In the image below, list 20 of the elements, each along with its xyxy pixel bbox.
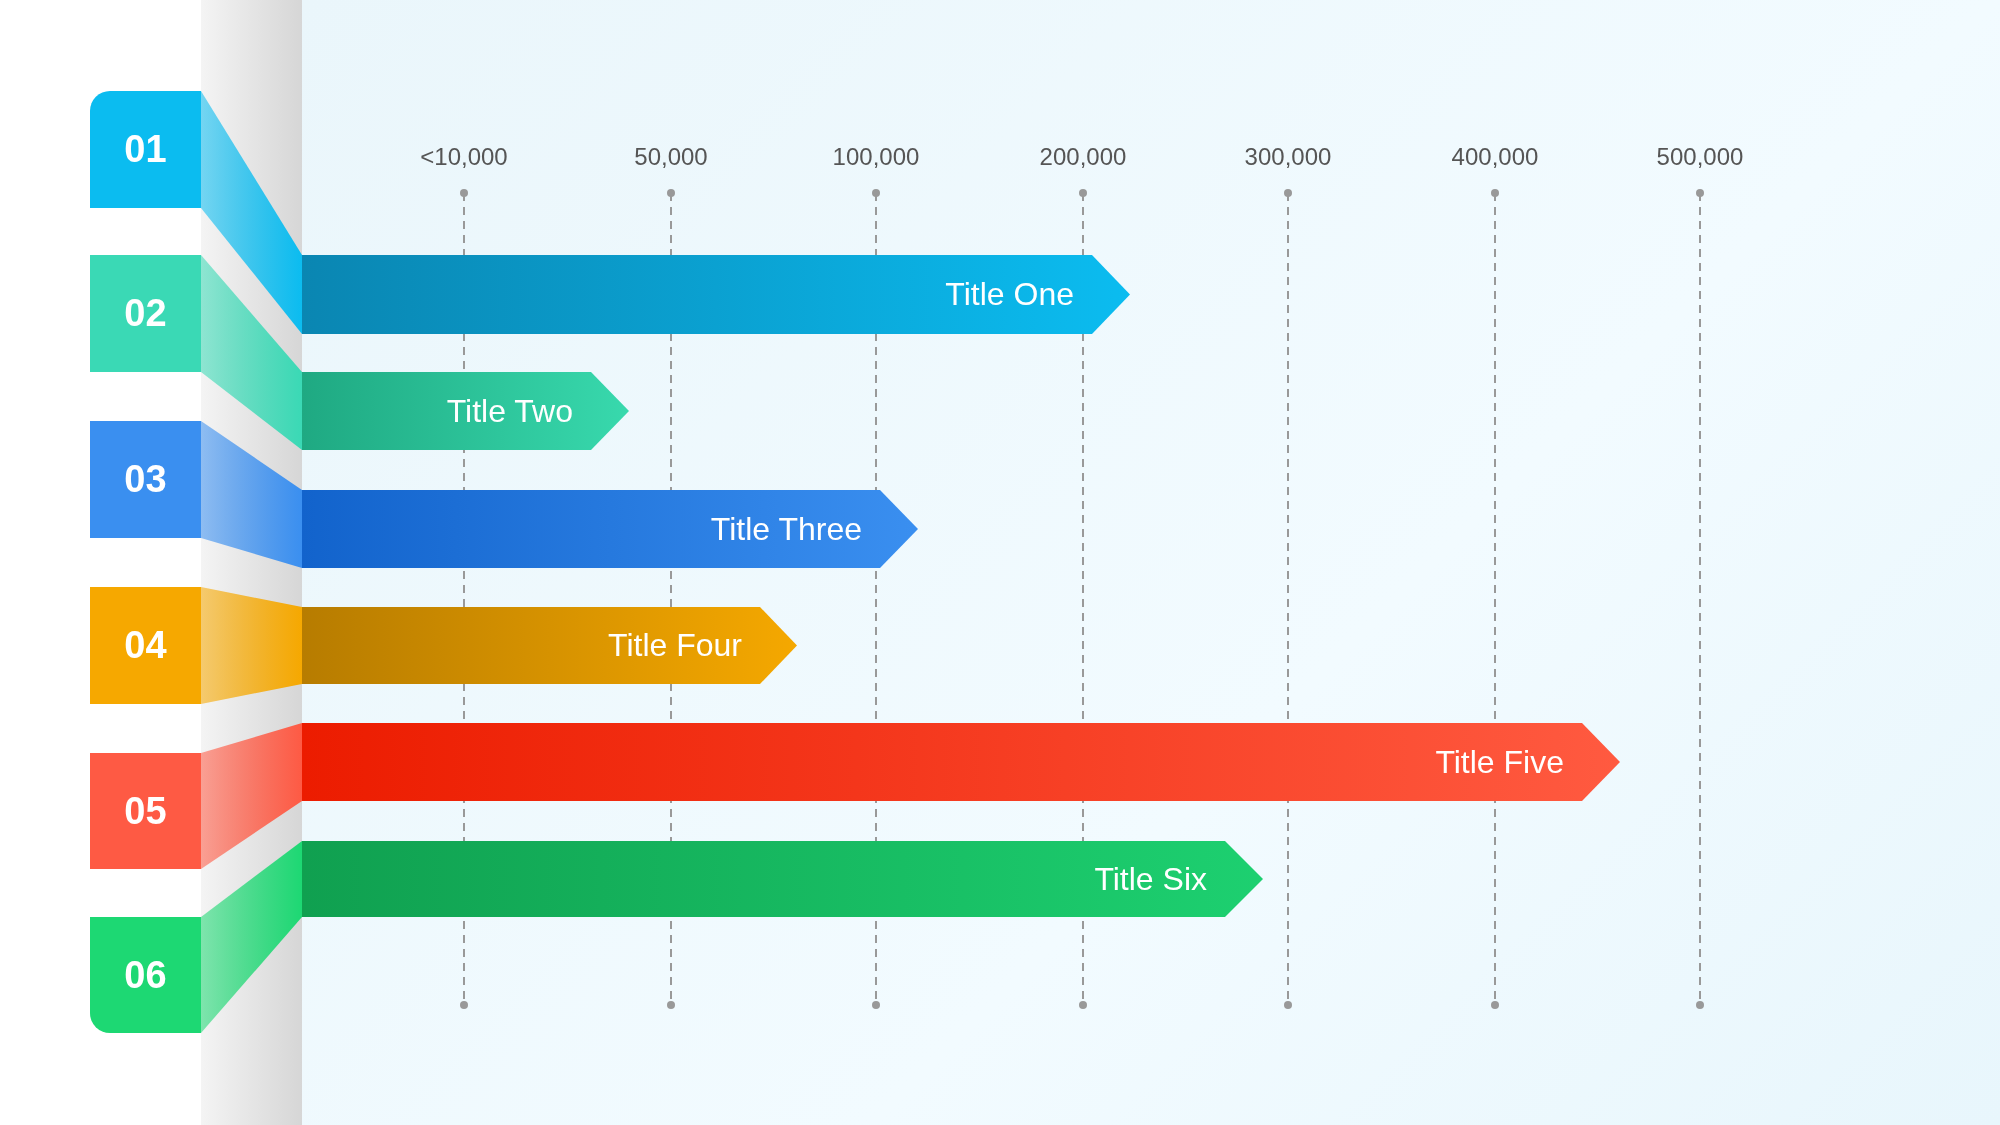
number-tab: 06 bbox=[90, 917, 201, 1033]
axis-label: 100,000 bbox=[831, 143, 921, 171]
ribbon-connector bbox=[201, 91, 302, 334]
number-tab: 04 bbox=[90, 587, 201, 704]
number-tab: 03 bbox=[90, 421, 201, 538]
axis-label: 300,000 bbox=[1243, 143, 1333, 171]
ribbon-connector bbox=[201, 587, 302, 704]
ribbon-connector bbox=[201, 255, 302, 450]
axis-label: 50,000 bbox=[633, 143, 709, 171]
ribbon-connector bbox=[201, 841, 302, 1033]
axis-label: 200,000 bbox=[1038, 143, 1128, 171]
number-tab: 01 bbox=[90, 91, 201, 208]
arrow-banner: Title Two bbox=[302, 372, 629, 450]
ribbon-connector bbox=[201, 421, 302, 568]
number-tab: 02 bbox=[90, 255, 201, 372]
axis-label: 500,000 bbox=[1655, 143, 1745, 171]
number-tab: 05 bbox=[90, 753, 201, 869]
axis-label: <10,000 bbox=[419, 143, 509, 171]
axis-label: 400,000 bbox=[1450, 143, 1540, 171]
ribbon-connector bbox=[201, 723, 302, 869]
